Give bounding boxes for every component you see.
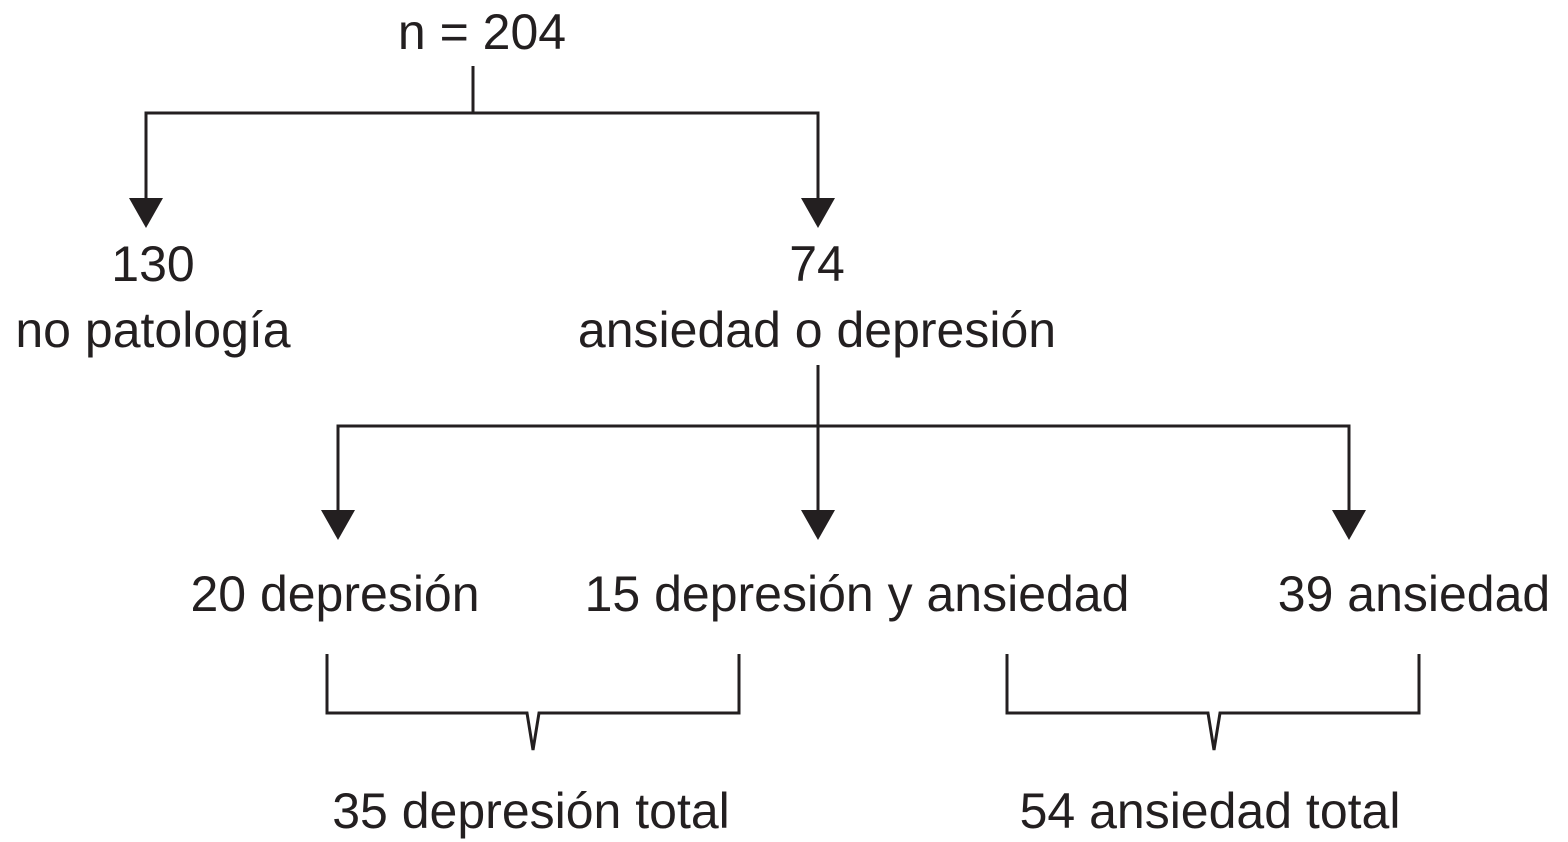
arrowhead-depression-and-anxiety xyxy=(801,510,835,540)
root-total-label: n = 204 xyxy=(397,4,567,60)
anxiety-node-label: 39 ansiedad xyxy=(1277,566,1551,622)
root-branch-line xyxy=(144,111,820,200)
arrowhead-anxiety-or-depression xyxy=(801,198,835,228)
no-pathology-count: 130 xyxy=(111,236,195,292)
anxiety-or-depression-label: ansiedad o depresión xyxy=(577,302,1057,358)
depression-node-label: 20 depresión xyxy=(190,566,480,622)
subgroup-branch-line xyxy=(336,424,1351,512)
arrowhead-anxiety xyxy=(1332,510,1366,540)
depression-total-label: 35 depresión total xyxy=(332,783,730,839)
anxiety-or-depression-count: 74 xyxy=(789,236,845,292)
arrowhead-no-pathology xyxy=(129,198,163,228)
depression-and-anxiety-node-label: 15 depresión y ansiedad xyxy=(584,566,1130,622)
no-pathology-label: no patología xyxy=(15,302,291,358)
anxiety-total-bracket xyxy=(1005,654,1421,751)
arrowhead-depression xyxy=(321,510,355,540)
depression-total-bracket xyxy=(325,654,741,751)
anxiety-total-label: 54 ansiedad total xyxy=(1019,783,1401,839)
